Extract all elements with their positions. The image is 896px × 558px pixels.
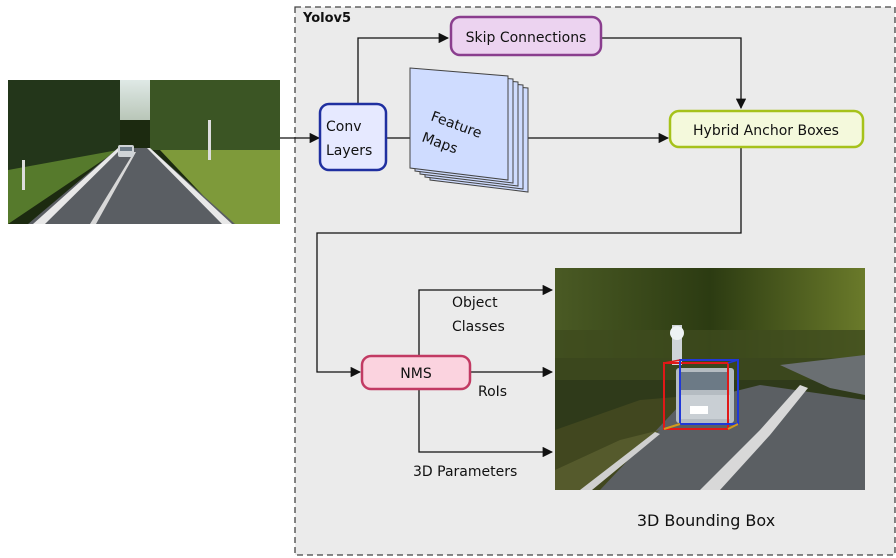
conv-layers-node <box>318 102 388 172</box>
edge-nms-to-object-classes <box>418 284 554 356</box>
skip-connections-node <box>449 15 603 57</box>
edge-conv-to-skip <box>357 32 450 104</box>
skip-connections-label: Skip Connections <box>466 30 587 46</box>
edge-hybrid-to-nms <box>316 147 742 378</box>
nms-node <box>360 354 472 391</box>
conv-layers-label-2: Layers <box>326 143 372 159</box>
edge-skip-to-hybrid <box>601 37 747 110</box>
nms-label: NMS <box>400 366 432 382</box>
yolov5-label: Yolov5 <box>302 11 351 26</box>
3d-parameters-label: 3D Parameters <box>413 464 517 480</box>
input-road-image <box>8 80 280 224</box>
hybrid-anchor-boxes-node <box>668 109 865 149</box>
conv-layers-label-1: Conv <box>326 119 362 135</box>
rois-label: RoIs <box>478 384 507 400</box>
edges <box>280 32 747 458</box>
hybrid-anchor-boxes-label: Hybrid Anchor Boxes <box>693 123 839 139</box>
feature-maps-node <box>409 67 529 193</box>
edge-nms-to-3d-parameters <box>418 388 554 458</box>
object-classes-label-1: Object <box>452 295 498 311</box>
output-caption: 3D Bounding Box <box>637 511 775 530</box>
output-3d-bounding-box-image <box>555 268 865 490</box>
object-classes-label-2: Classes <box>452 319 505 335</box>
